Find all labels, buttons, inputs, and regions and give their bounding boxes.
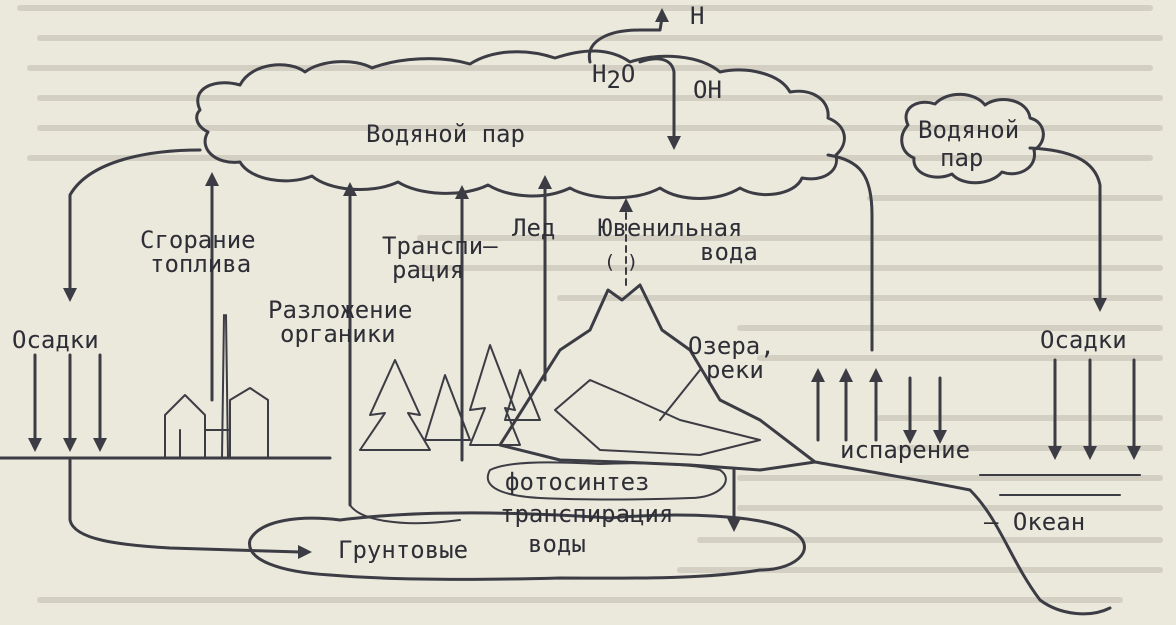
forest-trees bbox=[359, 344, 541, 451]
transpiration-low-label: транспирация bbox=[500, 500, 673, 528]
photosynthesis-label: фотосинтез bbox=[505, 468, 650, 496]
juvenile-water-label-line2: вода bbox=[700, 238, 758, 266]
water-formula-o: O bbox=[621, 60, 635, 88]
transpiration-label-line2: рация bbox=[392, 256, 464, 284]
town-buildings bbox=[164, 314, 269, 459]
juvenile-water-label-line1: Ювенильная bbox=[598, 214, 743, 242]
lakes-label-line1: Озера, bbox=[688, 332, 775, 360]
right-vapor-label-line2: пар bbox=[940, 144, 983, 172]
left-precipitation-label: Осадки bbox=[12, 326, 99, 354]
water-formula-h: H bbox=[592, 60, 606, 88]
right-vapor-cloud bbox=[900, 92, 1045, 185]
ocean-coast bbox=[813, 460, 1112, 616]
hydrogen-label: H bbox=[690, 2, 704, 30]
groundwater-connectors bbox=[349, 468, 741, 532]
main-vapor-cloud bbox=[195, 49, 846, 200]
right-precipitation-label: Осадки bbox=[1040, 326, 1127, 354]
decomposition-label-line2: органики bbox=[280, 320, 396, 348]
evaporation-arrows bbox=[811, 368, 947, 444]
hydroxyl-label: OH bbox=[693, 76, 722, 104]
ice-label: Лед bbox=[512, 214, 555, 242]
water-formula-subscript: 2 bbox=[606, 66, 620, 94]
land-upward-arrows bbox=[205, 172, 633, 507]
decomposition-label-line1: Разложение bbox=[268, 296, 413, 324]
groundwater-body bbox=[248, 511, 806, 581]
right-precipitation-arrows bbox=[1048, 358, 1141, 460]
ocean-label: – Океан bbox=[984, 508, 1085, 536]
combustion-label-line1: Сгорание bbox=[140, 226, 256, 254]
right-vapor-label-line1: Водяной bbox=[918, 116, 1019, 144]
evaporation-label: испарение bbox=[840, 436, 970, 464]
lakes-pointer bbox=[659, 369, 701, 421]
left-cycle-loop bbox=[63, 148, 312, 559]
transpiration-label-line1: Транспи– bbox=[382, 232, 498, 260]
right-connector bbox=[826, 146, 1107, 352]
groundwater-label-line2: воды bbox=[528, 530, 586, 558]
lakes-label-line2: реки bbox=[706, 356, 764, 384]
left-precipitation-arrows bbox=[28, 353, 107, 452]
groundwater-label-line1: Грунтовые bbox=[338, 536, 468, 564]
juvenile-water-mark: ( ) bbox=[604, 251, 638, 273]
main-vapor-label: Водяной пар bbox=[366, 120, 525, 148]
water-dissociation-arrows bbox=[587, 8, 681, 150]
combustion-label-line2: топлива bbox=[150, 250, 251, 278]
water-formula-label: H2O bbox=[592, 60, 635, 94]
volcano-mountain bbox=[498, 283, 817, 472]
photosynthesis-band bbox=[487, 461, 727, 501]
